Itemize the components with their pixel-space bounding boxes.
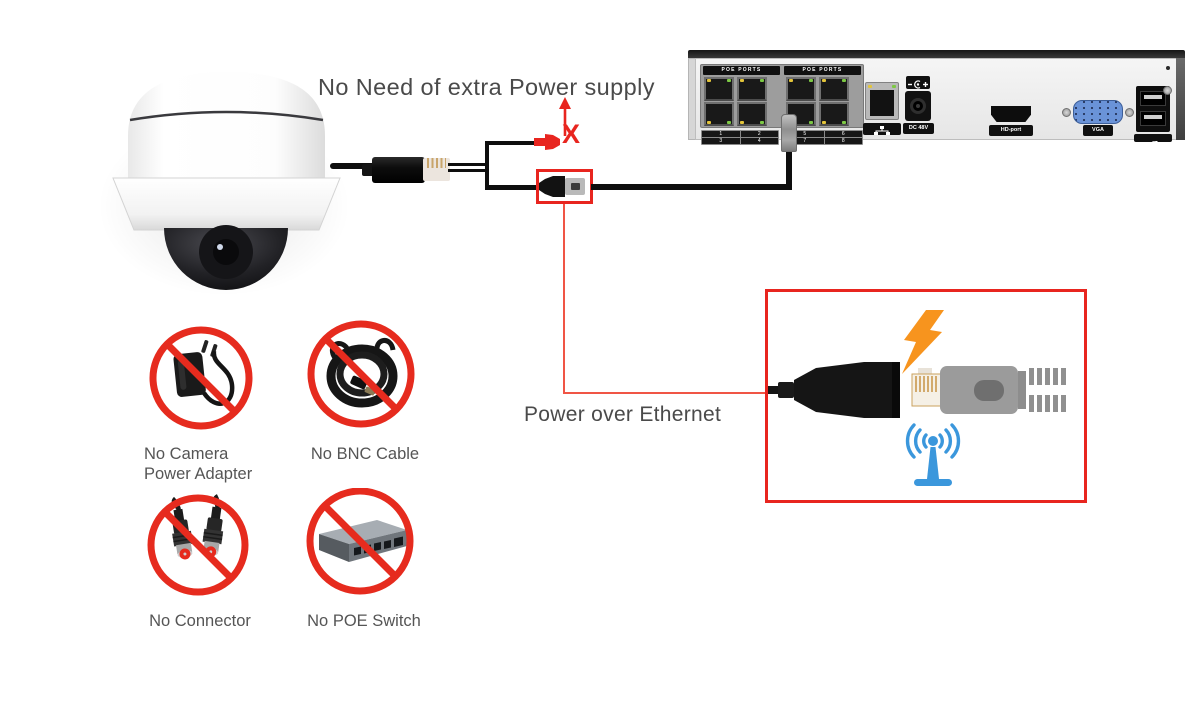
rj45-clear-plug: [423, 158, 450, 181]
port-number: 5: [786, 131, 824, 137]
poe-ports-label-1: POE PORTS: [703, 66, 780, 75]
vga-screw-right: [1125, 108, 1134, 117]
poe-port[interactable]: [704, 102, 734, 126]
nvr-cable-horizontal: [591, 184, 791, 190]
no-connector-icon: [147, 494, 249, 596]
poe-port[interactable]: [786, 77, 816, 101]
poe-port[interactable]: [737, 77, 767, 101]
nvr-device: POE PORTS POE PORTS 1 2 3 4 5 6 7 8: [688, 50, 1185, 148]
nvr-right-cap: [1176, 58, 1185, 140]
dc-voltage-label: DC 48V: [903, 123, 934, 134]
lan-led-yellow: [868, 85, 872, 88]
nvr-top-edge: [688, 50, 1185, 59]
wire-bottom: [448, 169, 489, 172]
port-number: 1: [702, 131, 740, 137]
label-line-1: No Camera: [144, 445, 229, 463]
camera-cable: [330, 163, 378, 169]
case-screw: [1163, 86, 1172, 95]
port-number: 6: [824, 131, 862, 137]
data-branch-vertical: [485, 168, 489, 189]
camera-pigtail-connector: [362, 155, 452, 185]
hdmi-port[interactable]: [991, 106, 1031, 122]
poe-port[interactable]: [737, 102, 767, 126]
poe-coupler-highlight: [536, 169, 593, 204]
no-camera-power-adapter-icon: [149, 326, 253, 430]
lan-led-green: [892, 85, 896, 88]
crossed-out-mark: X: [562, 119, 581, 149]
callout-line-vertical: [563, 204, 565, 394]
wifi-antenna-icon: [905, 423, 961, 486]
usb-port-bottom: [1140, 111, 1166, 126]
lan-label: [863, 123, 901, 135]
port-number: 4: [740, 138, 778, 144]
lightning-icon: [902, 310, 944, 374]
poe-caption: Power over Ethernet: [524, 403, 722, 426]
port-number: 8: [824, 138, 862, 144]
dc-jack-pin: [916, 104, 920, 108]
usb-label: [1134, 134, 1172, 148]
lan-port[interactable]: [865, 82, 899, 120]
dc-power-plug-icon: [534, 134, 560, 150]
usb-port-top: [1140, 91, 1166, 106]
callout-line-horizontal: [563, 392, 766, 394]
label-line-1: No BNC Cable: [310, 445, 420, 463]
port-number-strip-right: 5 6 7 8: [785, 130, 863, 145]
ethernet-connectors-illustration: [768, 362, 1066, 418]
page-title: No Need of extra Power supply: [318, 74, 655, 100]
poe-port[interactable]: [819, 102, 849, 126]
label-line-1: No POE Switch: [307, 612, 421, 630]
dc-polarity-icon: [908, 80, 928, 89]
vga-label: VGA: [1083, 125, 1113, 136]
poe-coupler-icon: [539, 176, 585, 197]
no-poe-switch-icon: [306, 488, 414, 595]
power-branch-vertical: [485, 141, 489, 168]
wire-top: [448, 163, 489, 166]
data-branch-horizontal: [485, 185, 540, 190]
pigtail-socket: [372, 157, 425, 183]
lan-port-opening: [870, 90, 894, 116]
port-number-strip-left: 1 2 3 4: [701, 130, 779, 145]
usb-ports[interactable]: [1136, 86, 1170, 132]
port-number: 3: [702, 138, 740, 144]
prohibited-item-label: No Connector: [135, 611, 265, 631]
no-bnc-cable-icon: [307, 320, 415, 428]
label-line-1: No Connector: [149, 612, 251, 630]
poe-port[interactable]: [819, 77, 849, 101]
nvr-plug-boot: [781, 114, 797, 152]
nvr-cable-vertical: [786, 148, 792, 190]
vga-screw-left: [1062, 108, 1071, 117]
label-line-2: Power Adapter: [144, 465, 253, 483]
usb-icon: [1143, 141, 1163, 148]
reset-pinhole: [1166, 66, 1170, 70]
prohibited-item-label: No POE Switch: [294, 611, 434, 631]
poe-port[interactable]: [704, 77, 734, 101]
prohibited-item-label: No BNC Cable: [300, 444, 430, 464]
up-arrow-icon: [559, 97, 571, 136]
poe-ports-label-2: POE PORTS: [784, 66, 861, 75]
dc-power-jack[interactable]: [905, 91, 931, 121]
port-number: 2: [740, 131, 778, 137]
power-branch-horizontal: [485, 141, 538, 145]
dome-camera-illustration: [98, 72, 350, 296]
prohibited-item-label: No Camera Power Adapter: [144, 444, 314, 484]
hdmi-label: HD-port: [989, 125, 1033, 136]
dc-polarity-label: [906, 76, 930, 89]
lan-icon: [874, 126, 890, 135]
vga-port[interactable]: [1073, 100, 1123, 124]
poe-feature-box: [765, 289, 1087, 503]
port-number: 7: [786, 138, 824, 144]
